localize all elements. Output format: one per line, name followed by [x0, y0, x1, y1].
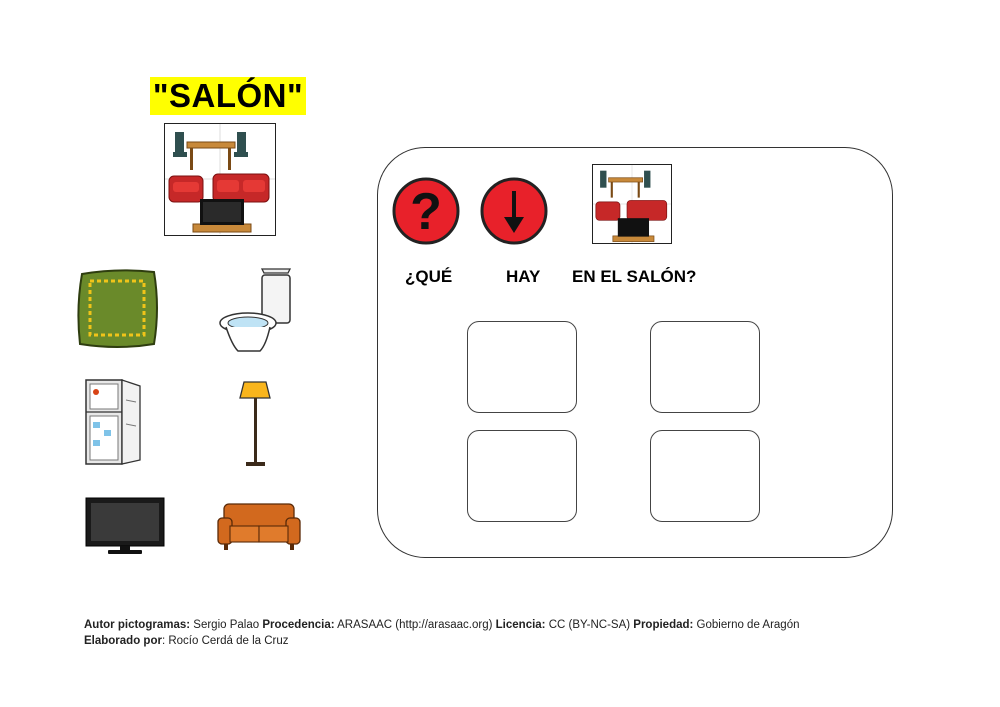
procedencia-value: ARASAAC (http://arasaac.org)	[337, 619, 493, 631]
drop-slot-4[interactable]	[650, 430, 760, 522]
arrow-down-icon	[480, 177, 548, 245]
floor-lamp-card[interactable]	[238, 378, 272, 468]
television-card[interactable]	[84, 496, 166, 556]
propiedad-label: Propiedad:	[633, 619, 694, 631]
refrigerator-icon	[85, 379, 141, 465]
refrigerator-card[interactable]	[82, 378, 144, 468]
elaborado-label: Elaborado por	[84, 635, 162, 647]
question-word-hay: HAY	[506, 267, 541, 286]
autor-value: Sergio Palao	[193, 619, 260, 631]
toilet-icon	[219, 268, 292, 352]
cushion-card[interactable]	[76, 268, 160, 350]
floor-lamp-icon	[239, 381, 271, 466]
drop-slot-1[interactable]	[467, 321, 577, 413]
page-title: "SALÓN"	[150, 77, 306, 115]
elaborado-value: : Rocío Cerdá de la Cruz	[161, 635, 289, 647]
living-room-pictogram	[164, 123, 276, 236]
question-word-que: ¿QUÉ	[405, 267, 453, 286]
credits-line-1: Autor pictogramas: Sergio Palao Proceden…	[84, 619, 800, 631]
question-icon: ?	[392, 177, 460, 245]
credits-line-2: Elaborado por: Rocío Cerdá de la Cruz	[84, 635, 289, 647]
propiedad-value: Gobierno de Aragón	[696, 619, 800, 631]
toilet-card[interactable]	[218, 265, 294, 355]
procedencia-label: Procedencia:	[262, 619, 335, 631]
licencia-label: Licencia:	[495, 619, 546, 631]
cushion-icon	[77, 269, 158, 348]
answer-board	[377, 147, 893, 558]
sofa-card[interactable]	[216, 500, 302, 552]
autor-label: Autor pictogramas:	[84, 619, 191, 631]
drop-slot-2[interactable]	[650, 321, 760, 413]
licencia-value: CC (BY-NC-SA)	[548, 619, 631, 631]
drop-slot-3[interactable]	[467, 430, 577, 522]
question-word-salon: EN EL SALÓN?	[572, 267, 697, 286]
sofa-icon	[217, 503, 301, 550]
television-icon	[85, 497, 165, 554]
svg-text:?: ?	[410, 183, 442, 241]
living-room-small-icon	[592, 164, 672, 244]
living-room-icon	[165, 124, 275, 234]
